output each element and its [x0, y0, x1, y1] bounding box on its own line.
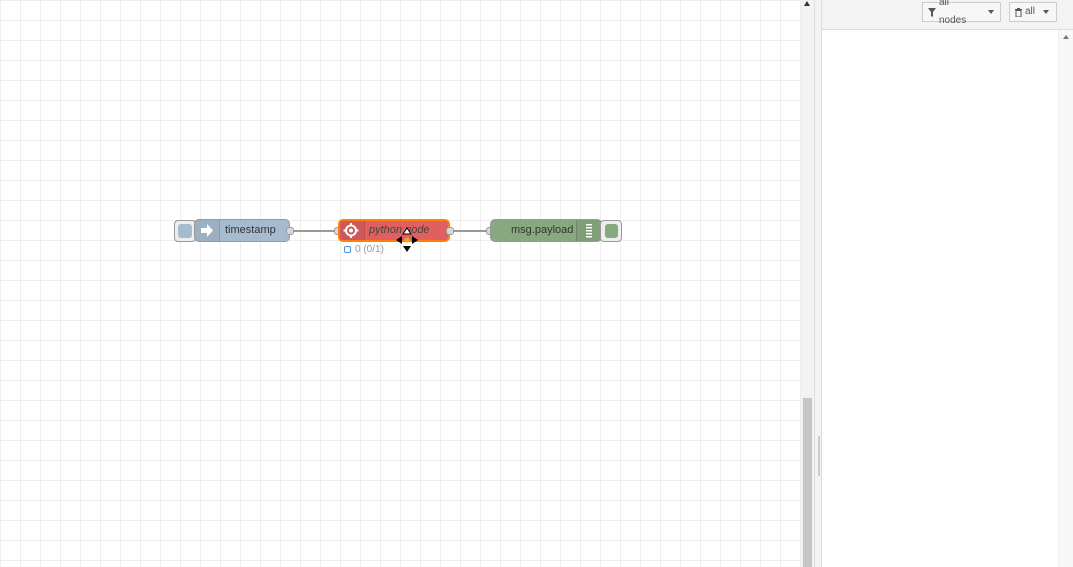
chevron-down-icon — [988, 10, 994, 14]
inject-node[interactable]: timestamp — [194, 219, 290, 242]
move-cursor-icon — [396, 227, 418, 252]
debug-toggle-button[interactable] — [600, 220, 622, 242]
debug-node[interactable]: msg.payload — [490, 219, 602, 242]
arrow-in-icon — [195, 220, 220, 241]
filter-icon — [928, 7, 936, 17]
status-ring-icon — [344, 246, 351, 253]
workspace-vertical-scrollbar[interactable] — [801, 0, 814, 567]
chevron-down-icon — [1043, 10, 1050, 14]
trash-icon — [1015, 7, 1022, 17]
debug-node-label: msg.payload — [511, 224, 574, 236]
python-output-port[interactable] — [446, 227, 454, 235]
separator-grip[interactable] — [818, 436, 820, 476]
scroll-up-icon[interactable] — [1063, 35, 1069, 39]
gear-icon — [340, 221, 365, 240]
flow-workspace[interactable]: timestamp python node 0 (0/1) — [0, 0, 801, 567]
python-node-status-text: 0 (0/1) — [355, 244, 384, 255]
inject-output-port[interactable] — [286, 227, 294, 235]
filter-nodes-label: all nodes — [939, 0, 967, 26]
python-function-node[interactable]: python node — [338, 219, 450, 242]
python-node-status: 0 (0/1) — [344, 244, 384, 255]
wire-timestamp-to-python[interactable] — [294, 230, 338, 232]
scroll-up-icon[interactable] — [804, 1, 810, 6]
inject-trigger-button[interactable] — [174, 220, 196, 242]
sidebar-separator[interactable] — [814, 0, 822, 567]
debug-list-icon — [576, 220, 601, 241]
wire-python-to-debug[interactable] — [454, 230, 490, 232]
python-node-label: python node — [369, 224, 430, 236]
debug-messages-area[interactable] — [822, 30, 1057, 567]
clear-messages-button[interactable]: all — [1009, 2, 1057, 22]
inject-node-label: timestamp — [225, 224, 276, 236]
clear-messages-label: all — [1025, 6, 1036, 17]
filter-nodes-button[interactable]: all nodes — [922, 0, 1001, 26]
sidebar-toolbar: all nodes all — [822, 0, 1073, 30]
scrollbar-thumb[interactable] — [803, 398, 812, 567]
debug-sidebar: all nodes all — [822, 0, 1073, 567]
sidebar-scrollbar[interactable] — [1058, 30, 1073, 567]
